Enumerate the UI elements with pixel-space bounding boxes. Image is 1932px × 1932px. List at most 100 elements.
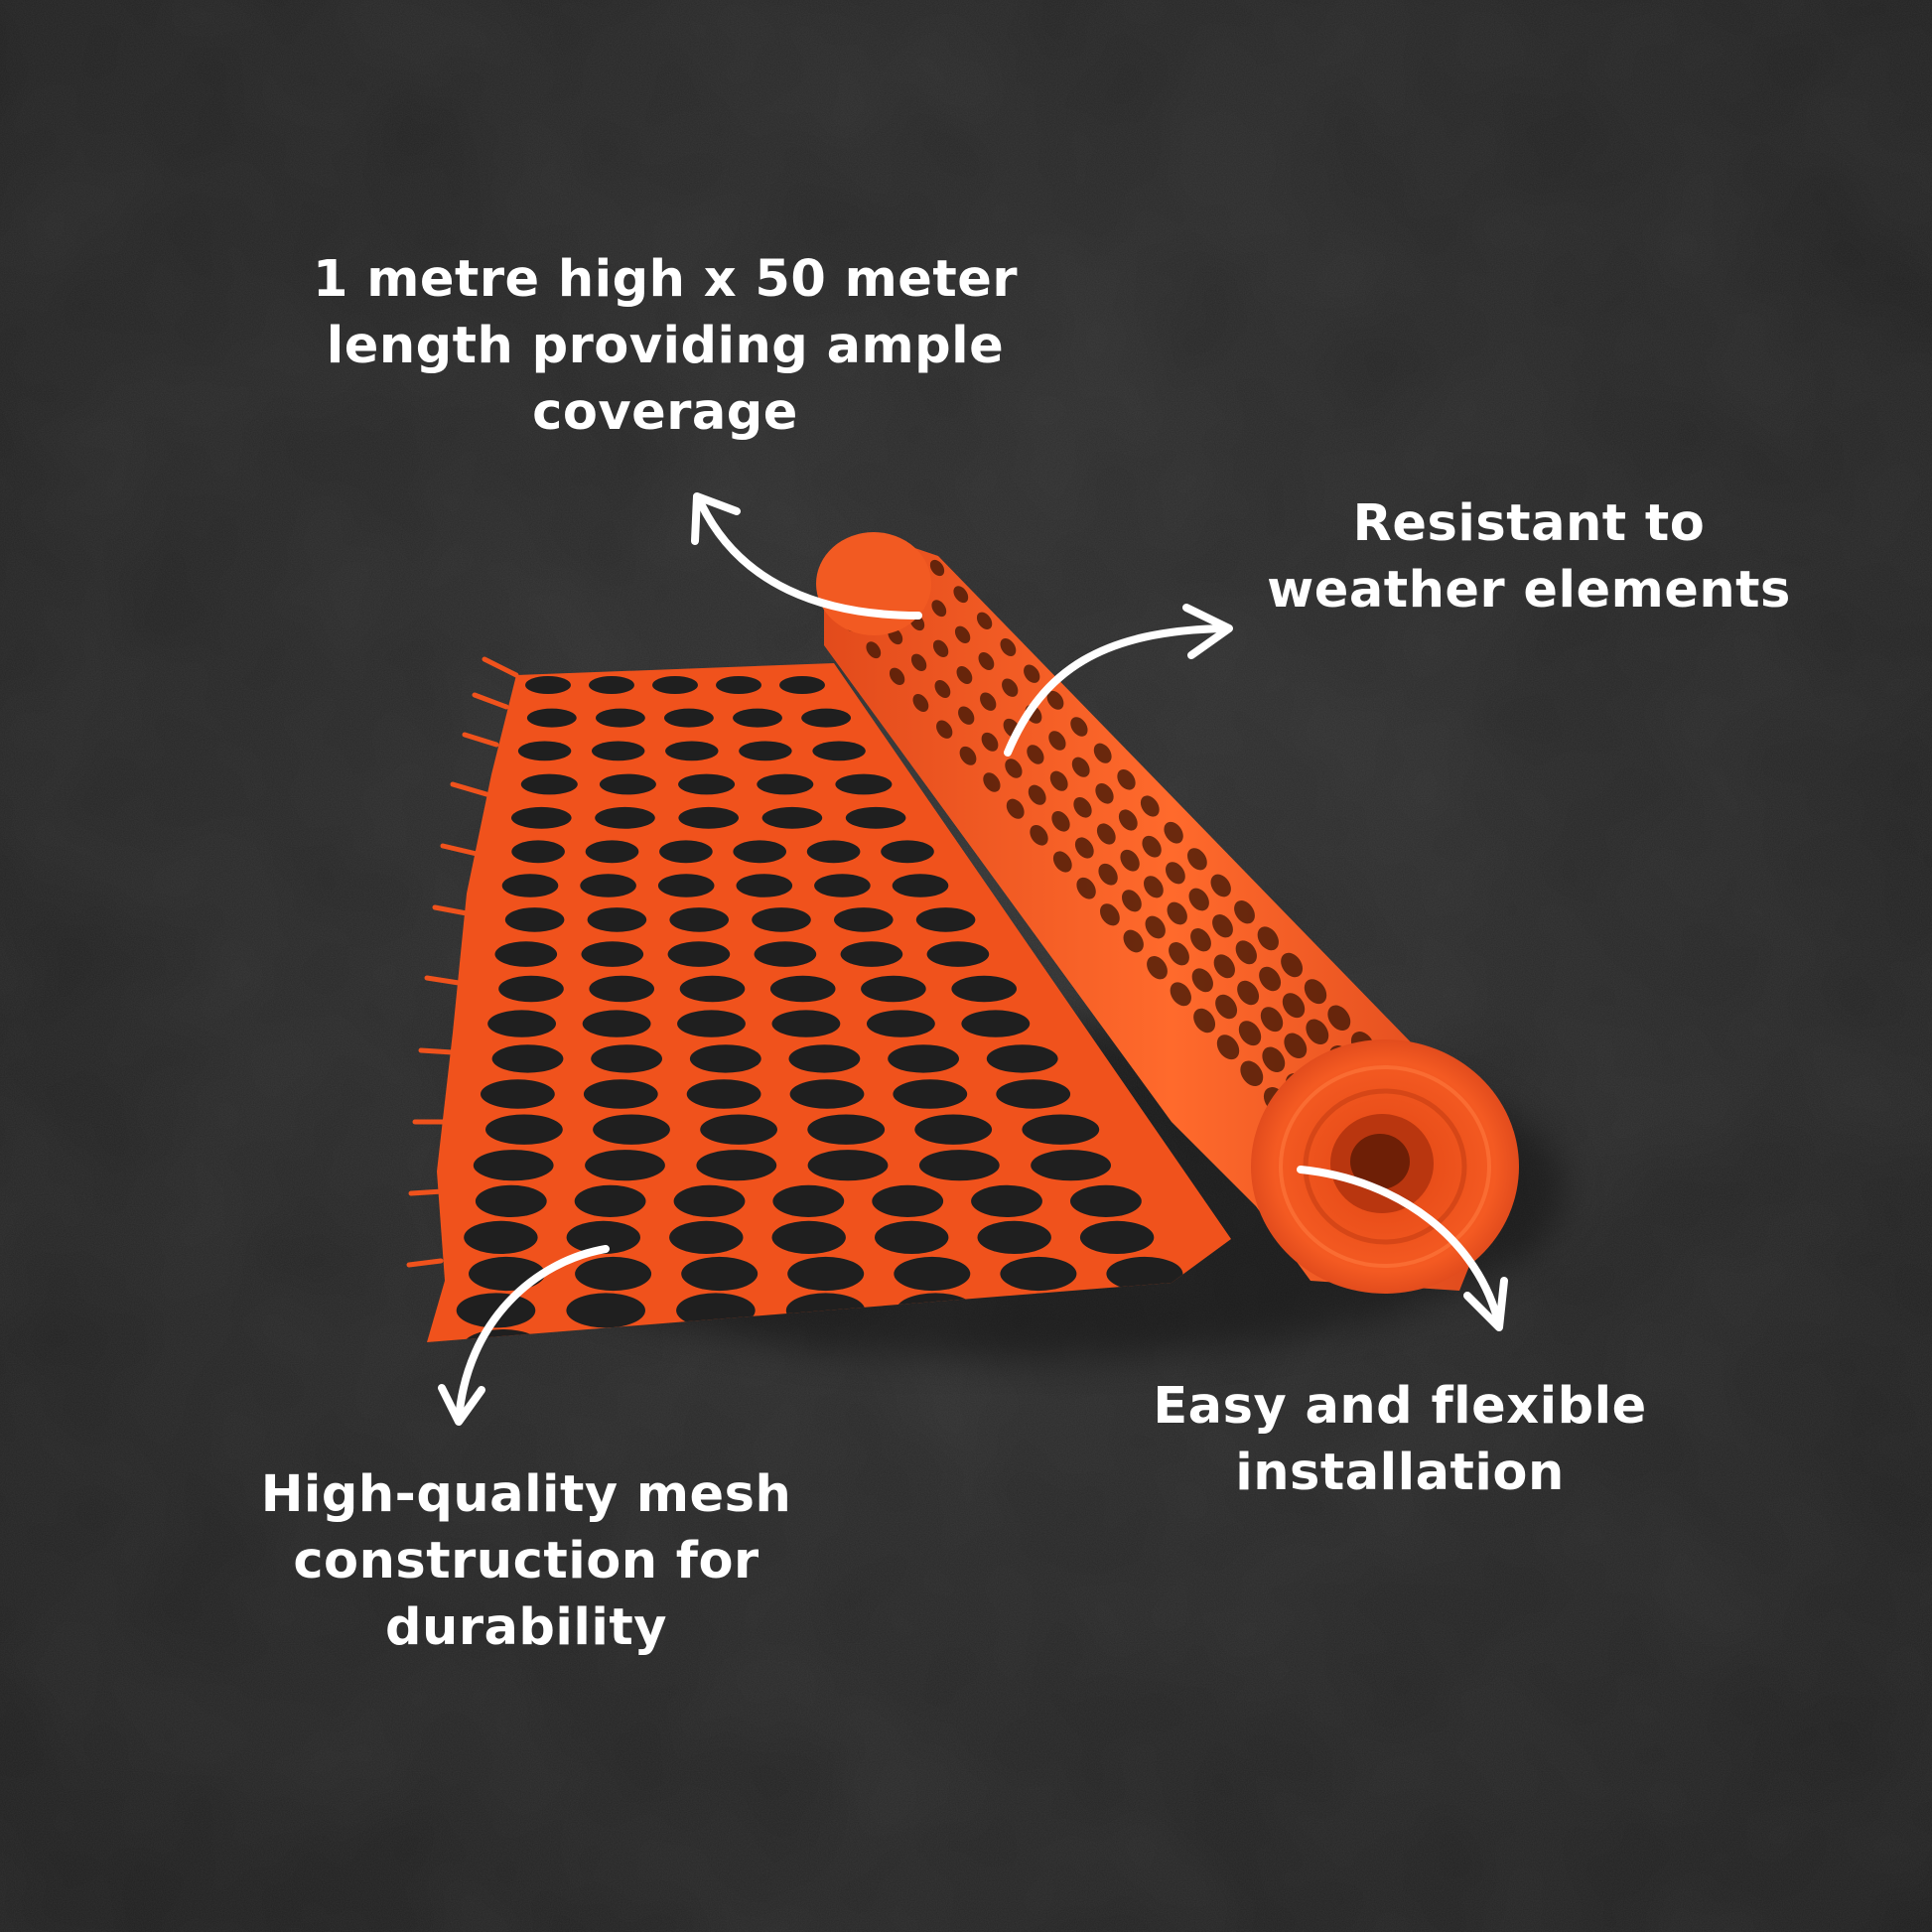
- mesh-hole: [757, 773, 814, 795]
- mesh-hole: [589, 676, 634, 694]
- roll-mesh-hole: [1145, 915, 1166, 939]
- mesh-hole: [589, 975, 654, 1003]
- mesh-hole: [807, 1114, 886, 1145]
- callout-line: Easy and flexible: [1153, 1377, 1647, 1436]
- mesh-hole: [1070, 1184, 1142, 1217]
- roll-mesh-hole: [1117, 768, 1136, 790]
- mesh-hole: [807, 1150, 889, 1181]
- mesh-hole: [657, 874, 715, 897]
- roll-mesh-hole: [866, 641, 882, 659]
- callout-line: installation: [1235, 1444, 1565, 1502]
- mesh-hole: [667, 941, 731, 967]
- mesh-hole: [761, 806, 823, 829]
- roll-mesh-hole: [1123, 929, 1144, 953]
- roll-mesh-hole: [936, 720, 953, 739]
- mesh-hole: [592, 741, 645, 761]
- mesh-hole: [801, 708, 851, 728]
- mesh-hole: [491, 1044, 564, 1073]
- mesh-hole: [475, 1184, 547, 1217]
- roll-mesh-hole: [1212, 914, 1233, 938]
- roll-mesh-hole: [1282, 993, 1306, 1019]
- roll-mesh-hole: [1167, 901, 1187, 925]
- roll-mesh-hole: [1235, 940, 1257, 965]
- mesh-hole: [652, 676, 698, 694]
- mesh-hole: [456, 1293, 536, 1328]
- roll-mesh-hole: [1005, 759, 1023, 778]
- roll-mesh-hole: [958, 706, 975, 725]
- mesh-hole: [677, 1010, 746, 1037]
- roll-mesh-hole: [1100, 903, 1120, 926]
- mesh-hole: [834, 907, 894, 932]
- mesh-hole: [1000, 1256, 1077, 1292]
- roll-mesh-hole: [931, 600, 947, 618]
- roll-mesh-hole: [1169, 942, 1189, 966]
- mesh-hole: [771, 1010, 841, 1037]
- roll-mesh-hole: [980, 692, 997, 711]
- mesh-hole: [678, 773, 736, 795]
- roll-mesh-hole: [932, 639, 949, 658]
- roll-mesh-hole: [1170, 982, 1191, 1007]
- roll-mesh-hole: [1096, 823, 1116, 845]
- mesh-hole: [464, 1220, 538, 1254]
- mesh-hole: [587, 907, 647, 932]
- mesh-hole: [517, 741, 572, 761]
- mesh-hole: [840, 941, 903, 967]
- mesh-hole: [787, 1256, 865, 1292]
- roll-mesh-hole: [1216, 1035, 1240, 1060]
- mesh-hole: [485, 1114, 563, 1145]
- mesh-hole: [473, 1150, 554, 1181]
- mesh-hole: [525, 676, 571, 694]
- mesh-hole: [779, 676, 825, 694]
- mesh-edge-fringe: [406, 656, 519, 1268]
- roll-mesh-hole: [1049, 770, 1068, 791]
- roll-mesh-hole: [954, 625, 971, 644]
- roll-mesh-hole: [1262, 1046, 1286, 1073]
- roll-mesh-hole: [1052, 851, 1072, 873]
- callout-line: High-quality mesh: [260, 1465, 792, 1524]
- roll-mesh-hole: [1327, 1005, 1351, 1032]
- roll-mesh-hole: [1237, 980, 1260, 1006]
- roll-mesh-hole: [978, 652, 995, 670]
- roll-mesh-hole: [1144, 876, 1164, 898]
- mesh-hole: [593, 1114, 670, 1145]
- roll-mesh-hole: [1210, 874, 1231, 897]
- mesh-hole: [686, 1079, 761, 1109]
- roll-mesh-hole: [1122, 890, 1142, 912]
- callout-weather-resistant: Resistant to weather elements: [1221, 490, 1837, 623]
- mesh-hole: [596, 708, 645, 728]
- mesh-hole: [752, 907, 811, 932]
- roll-mesh-hole: [889, 667, 905, 686]
- callout-line: durability: [385, 1598, 667, 1657]
- mesh-hole: [673, 1184, 746, 1217]
- roll-mesh-hole: [1074, 837, 1094, 859]
- roll-mesh-hole: [910, 653, 927, 672]
- roll-mesh-hole: [1238, 1021, 1262, 1046]
- roll-mesh-hole: [1051, 810, 1070, 832]
- roll-mesh-hole: [1187, 848, 1207, 871]
- roll-mesh-hole: [1193, 1008, 1216, 1034]
- roll-mesh-hole: [1076, 877, 1096, 899]
- mesh-hole: [872, 1184, 944, 1217]
- roll-mesh-hole: [1213, 954, 1235, 979]
- roll-mesh-hole: [953, 586, 969, 604]
- mesh-hole: [580, 874, 636, 897]
- roll-top-cap: [816, 532, 931, 635]
- mesh-hole: [581, 941, 644, 967]
- mesh-hole: [481, 1079, 555, 1109]
- callout-line: Resistant to: [1352, 494, 1706, 553]
- mesh-hole: [1106, 1256, 1183, 1292]
- mesh-hole: [487, 1010, 556, 1037]
- roll-mesh-hole: [1028, 784, 1046, 805]
- roll-mesh-hole: [1164, 821, 1183, 844]
- mesh-hole: [689, 1044, 761, 1073]
- mesh-hole: [926, 941, 990, 967]
- mesh-hole: [893, 1079, 968, 1109]
- roll-mesh-hole: [1071, 757, 1090, 777]
- mesh-hole: [881, 840, 934, 864]
- mesh-hole: [498, 975, 564, 1003]
- mesh-hole: [696, 1150, 777, 1181]
- mesh-hole: [669, 907, 729, 932]
- mesh-hole: [772, 1184, 845, 1217]
- roll-mesh-hole: [956, 666, 973, 684]
